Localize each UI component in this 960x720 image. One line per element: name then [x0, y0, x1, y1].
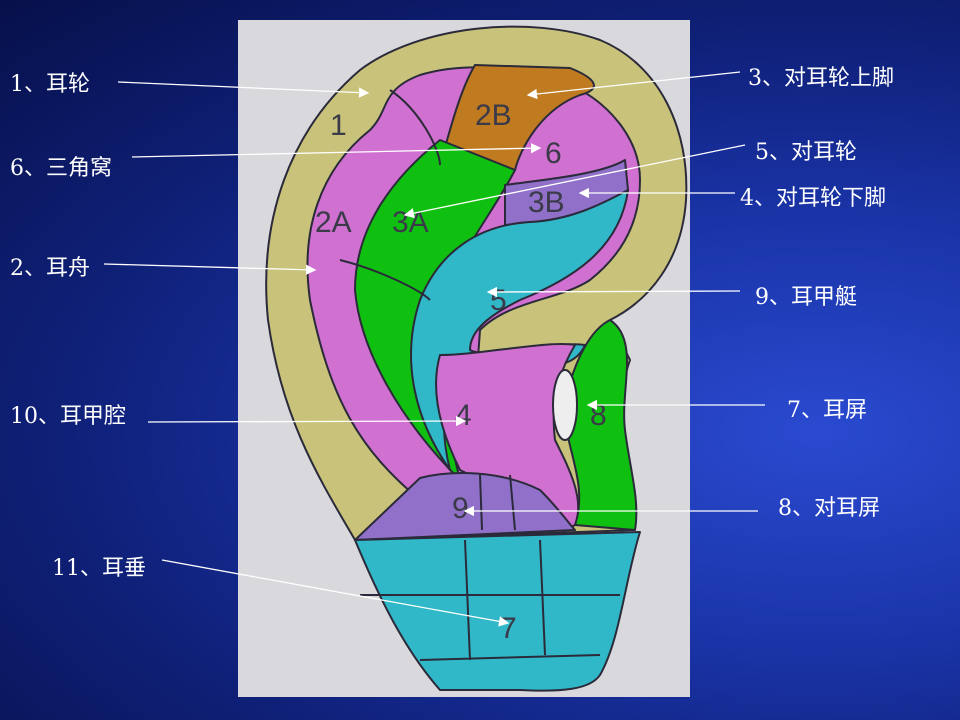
label-antitragus: 8、对耳屏: [778, 496, 880, 521]
region-4: 4: [455, 399, 472, 432]
region-7: 7: [500, 612, 517, 645]
region-6: 6: [545, 137, 562, 170]
region-3b: 3B: [528, 186, 565, 219]
label-inferior-antihelix-crus: 4、对耳轮下脚: [740, 186, 886, 211]
label-tragus: 7、耳屏: [787, 398, 867, 423]
label-superior-antihelix-crus: 3、对耳轮上脚: [748, 66, 894, 91]
label-cavum-conchae: 10、耳甲腔: [10, 404, 126, 429]
tragus-region: [563, 319, 638, 531]
pointer-arrows: [103, 71, 765, 627]
region-9: 9: [452, 492, 469, 525]
label-scapha: 2、耳舟: [10, 256, 90, 281]
region-2b: 2B: [475, 99, 512, 132]
region-2a: 2A: [315, 206, 352, 239]
lobe-region: [354, 531, 641, 692]
region-1: 1: [330, 109, 347, 142]
region-8: 8: [590, 399, 607, 432]
label-cymba-conchae: 9、耳甲艇: [755, 285, 857, 310]
label-triangular-fossa: 6、三角窝: [10, 156, 112, 181]
hatched-area: [552, 369, 578, 441]
label-lobe: 11、耳垂: [52, 556, 146, 581]
region-5: 5: [490, 284, 507, 317]
label-helix: 1、耳轮: [10, 72, 90, 97]
label-antihelix: 5、对耳轮: [755, 140, 857, 165]
brown-region: [439, 64, 595, 171]
